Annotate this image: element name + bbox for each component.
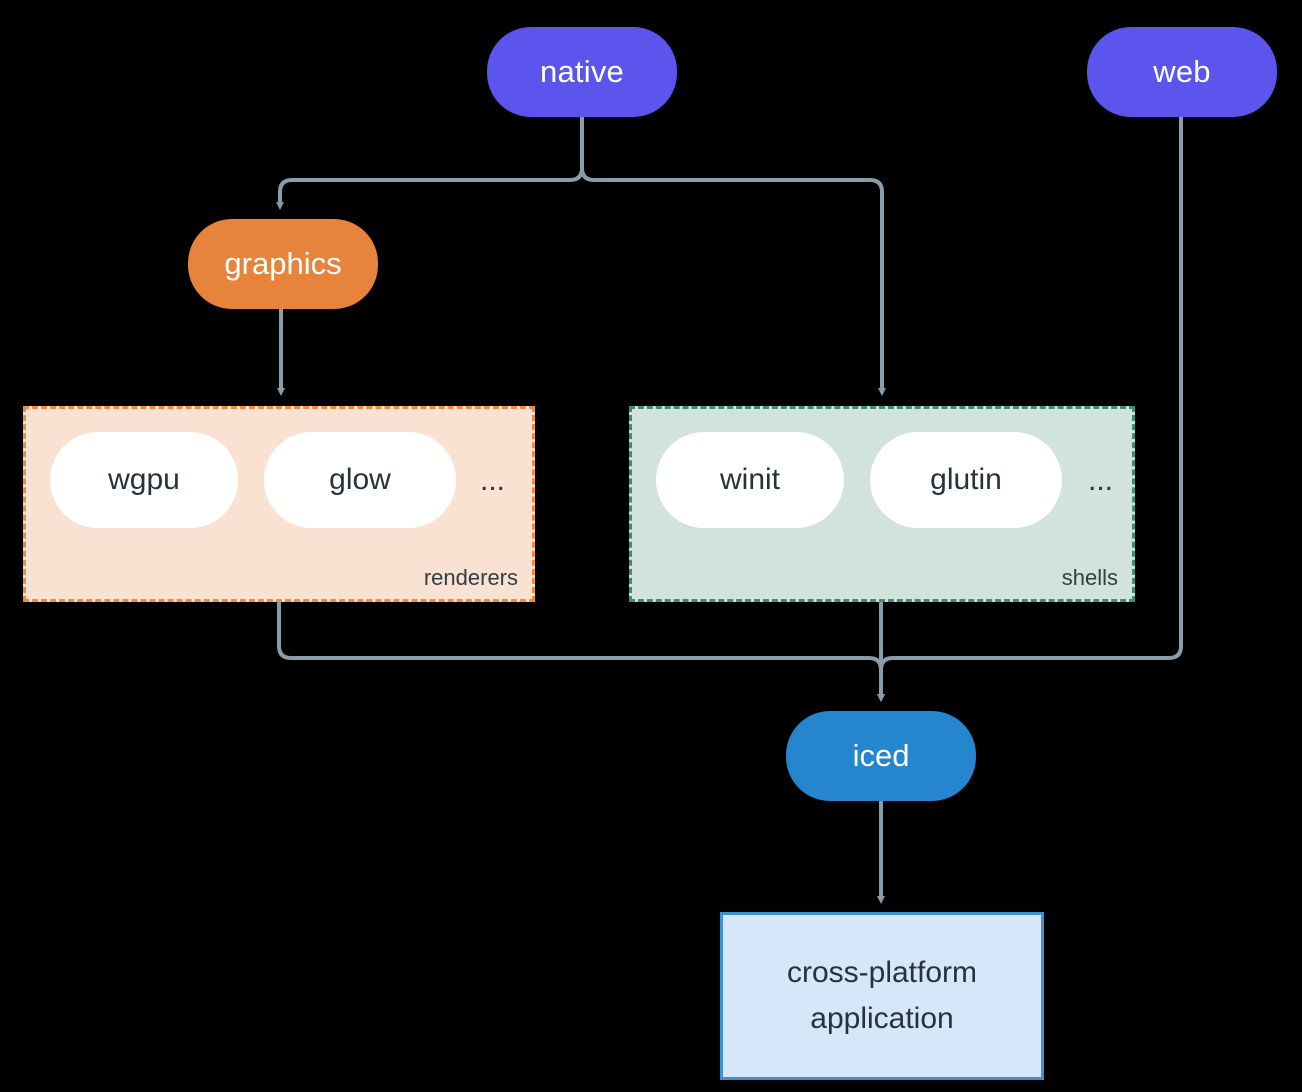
node-web-label: web	[1153, 53, 1211, 89]
node-iced[interactable]: iced	[786, 711, 976, 801]
chip-glow-label: glow	[329, 463, 391, 496]
node-graphics-label: graphics	[224, 245, 342, 281]
node-web[interactable]: web	[1087, 27, 1277, 117]
edge-native-to-shells	[580, 117, 886, 396]
renderers-more-ellipsis: ...	[480, 464, 506, 497]
chip-wgpu-label: wgpu	[108, 463, 180, 496]
node-application-line1: cross-platform	[786, 955, 978, 989]
chip-wgpu[interactable]: wgpu	[50, 432, 238, 528]
chip-winit-label: winit	[719, 463, 780, 496]
chip-glow[interactable]: glow	[264, 432, 456, 528]
chip-glutin[interactable]: glutin	[870, 432, 1062, 528]
node-application-line2: application	[810, 1002, 954, 1035]
node-native-label: native	[540, 53, 624, 89]
chip-winit[interactable]: winit	[656, 432, 844, 528]
shells-more-ellipsis: ...	[1088, 464, 1114, 497]
node-graphics[interactable]: graphics	[188, 219, 378, 309]
node-iced-label: iced	[852, 737, 910, 773]
group-renderers-label: renderers	[423, 565, 518, 590]
node-cross-platform-application[interactable]: cross-platform application	[720, 912, 1044, 1080]
chip-glutin-label: glutin	[930, 463, 1002, 496]
edge-native-bus	[276, 117, 584, 210]
edge-renderers-to-iced	[277, 602, 885, 702]
group-shells-label: shells	[1061, 565, 1118, 590]
node-native[interactable]: native	[487, 27, 677, 117]
